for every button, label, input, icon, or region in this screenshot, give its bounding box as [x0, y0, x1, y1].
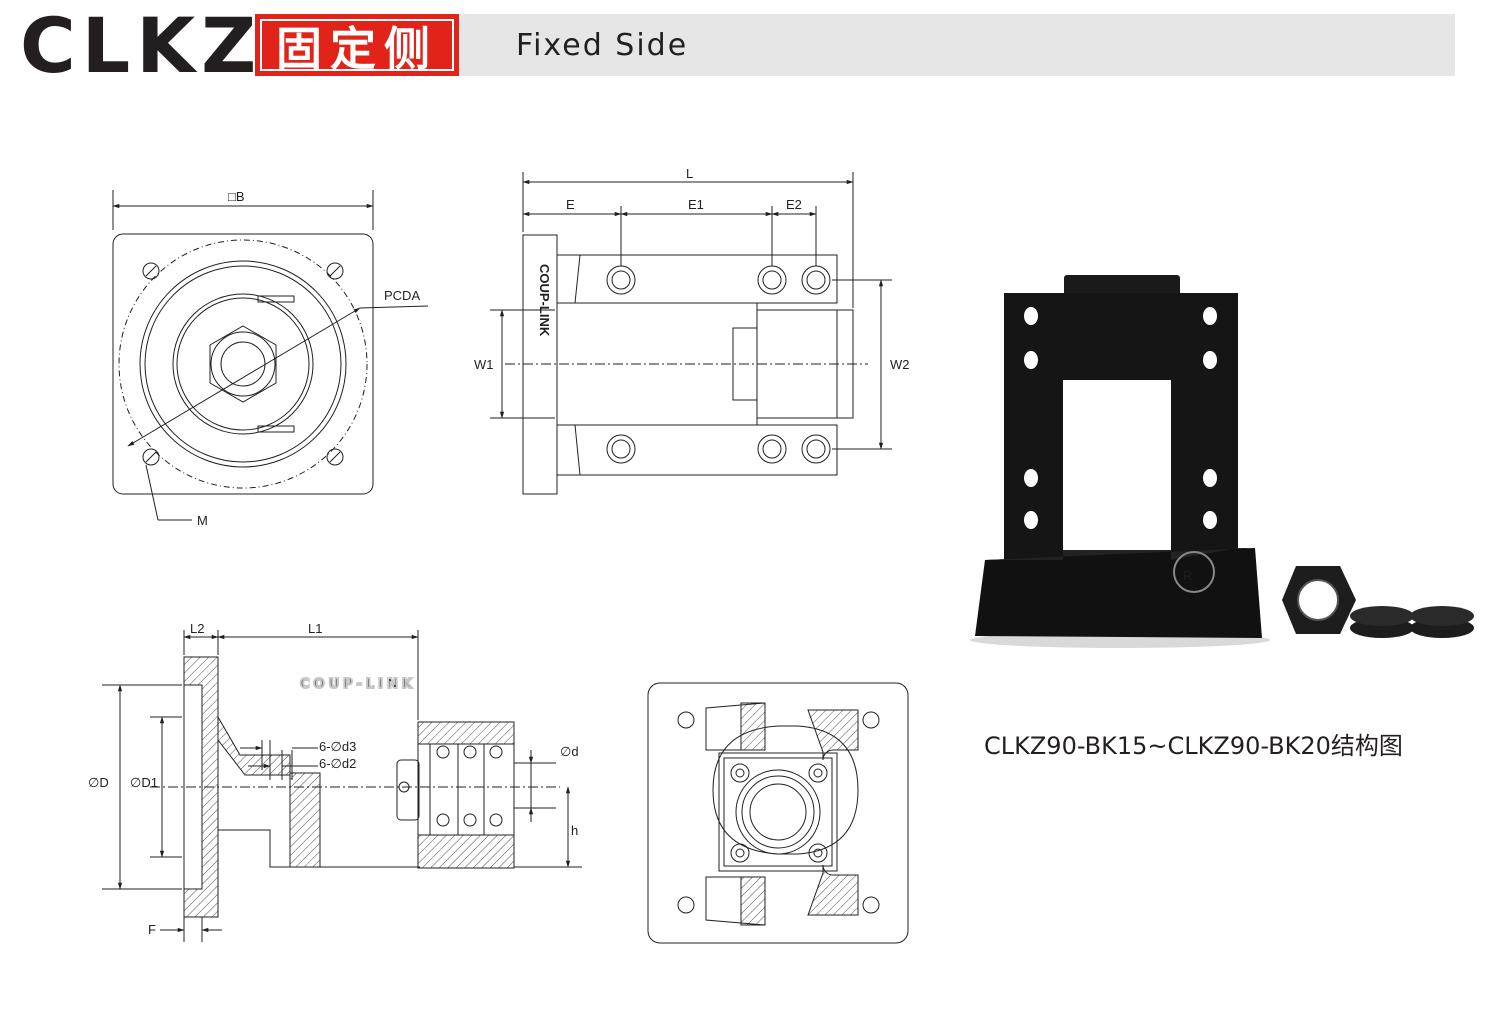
label-d3: 6-∅d3 [319, 739, 356, 754]
caption: CLKZ90-BK15~CLKZ90-BK20结构图 [984, 732, 1403, 760]
label-f: F [148, 922, 156, 937]
label-l2: L2 [190, 621, 204, 636]
brand-logo: CLKZ [20, 1, 263, 90]
label-od1: ∅D1 [130, 775, 158, 790]
label-m: M [197, 513, 208, 528]
header-bar [458, 14, 1455, 76]
title-cn: 固定侧 [255, 14, 459, 76]
section-view [102, 630, 582, 942]
label-h: h [571, 823, 578, 838]
label-w1: W1 [474, 357, 494, 372]
svg-text:COUP-LINK: COUP-LINK [300, 677, 416, 692]
label-l: L [686, 166, 693, 181]
label-l1: L1 [308, 621, 322, 636]
mount-hole [142, 262, 344, 466]
label-e2: E2 [786, 197, 802, 212]
label-d: ∅d [560, 744, 579, 759]
title-en: Fixed Side [516, 28, 689, 63]
side-view [490, 172, 892, 495]
registered-mark: R [1183, 568, 1192, 583]
watermark: COUP-LINK [299, 676, 416, 693]
bottom-view [647, 682, 909, 944]
side-brand-mark: COUP-LINK [537, 264, 552, 337]
product-photo: R [970, 275, 1474, 648]
front-view [112, 190, 429, 521]
label-od: ∅D [88, 775, 109, 790]
label-b: □B [228, 189, 245, 204]
label-d2: 6-∅d2 [319, 756, 356, 771]
label-e: E [566, 197, 575, 212]
label-e1: E1 [688, 197, 704, 212]
label-pcda: PCDA [384, 288, 420, 303]
label-w2: W2 [890, 357, 910, 372]
